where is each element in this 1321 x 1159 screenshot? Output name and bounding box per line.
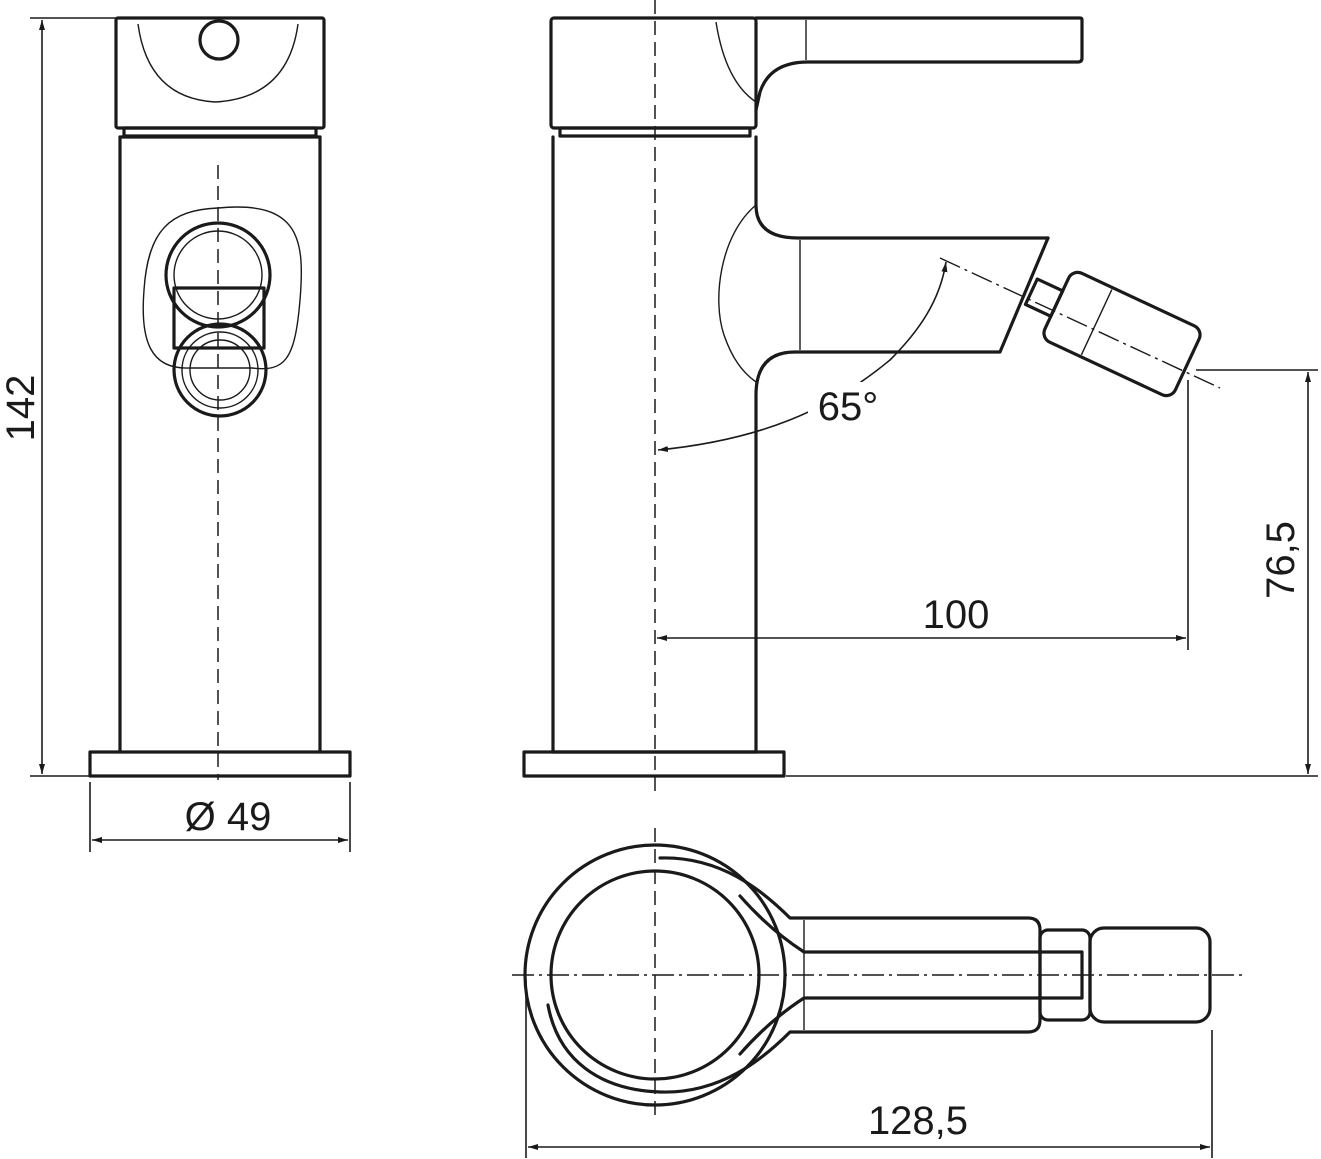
dimension-label-spout-angle: 65° [818,385,879,429]
top-body-sweep [546,856,1042,1094]
top-base-outer [523,843,787,1107]
front-spout-boss [142,206,303,370]
side-collar [558,126,752,138]
front-aerator-ring [181,331,259,409]
front-handle-lever-curve [137,23,299,103]
front-base-plate [88,750,352,778]
dimension-overall-height: 142 [0,17,116,777]
dimension-label-base-diameter: Ø 49 [185,795,272,839]
dimension-overall-length: 128,5 [525,980,1213,1158]
side-spout-fillet [718,204,757,383]
top-lever [738,894,1084,1056]
side-nozzle [1023,270,1202,398]
front-spout-neck [172,286,266,350]
top-view [512,828,1242,1120]
side-view: 65° [522,0,1221,792]
dimension-label-spout-reach: 100 [923,593,990,637]
front-handle-knob [198,19,240,61]
angle-arc [657,261,948,453]
dimension-label-spout-height: 76,5 [1259,521,1303,599]
side-spout-axis [939,257,1221,389]
top-nozzle [1088,926,1212,1024]
front-aerator-outer [172,322,268,418]
front-collar [122,126,318,138]
dimension-label-overall-height: 142 [0,375,43,442]
side-base-plate [522,750,786,778]
dimension-spout-reach: 100 [657,380,1189,650]
front-view [88,16,352,780]
front-handle-cap [114,16,326,130]
dimension-spout-height: 76,5 [786,369,1318,777]
side-lever-sweep [715,21,757,103]
front-aerator-mesh [189,339,251,401]
front-spout-ring-outer [164,221,272,329]
dimension-base-diameter: Ø 49 [89,782,351,852]
top-body-inner [549,869,761,1081]
side-handle-block [549,16,758,130]
side-lever [754,16,1084,112]
dimension-label-overall-length: 128,5 [868,1099,968,1143]
side-body-right-upper [754,135,1050,240]
front-spout-ring-inner [173,230,263,320]
